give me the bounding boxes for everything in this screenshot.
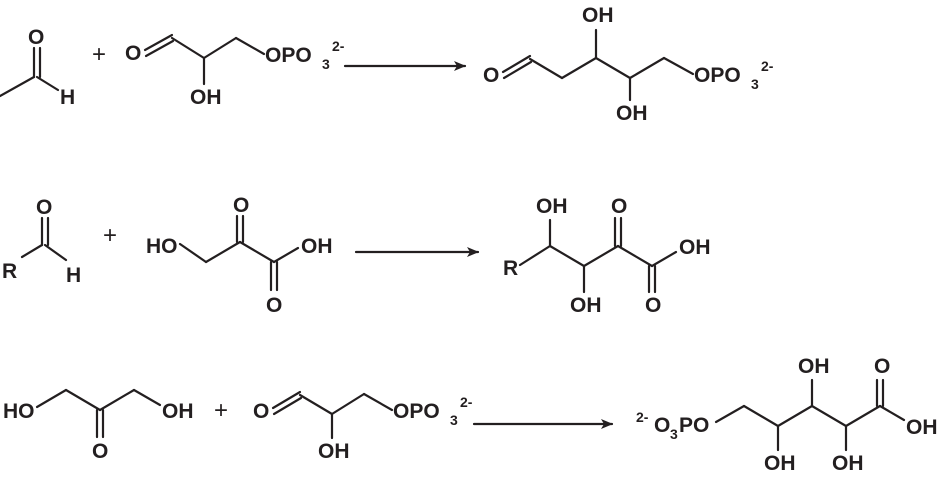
atom-OH: OH <box>536 195 568 218</box>
bond <box>35 75 60 92</box>
atom-OH: OH <box>679 236 711 259</box>
glyceraldehyde-3-phosphate: O OH OPO 3 2- <box>253 390 473 463</box>
atom-OH: OH <box>570 294 602 317</box>
atom-O: O <box>645 294 661 317</box>
dihydroxyacetone: HO O OH <box>3 388 194 463</box>
bond <box>742 404 780 428</box>
bond <box>582 244 620 268</box>
bond <box>502 60 533 80</box>
phosphate-group: OPO <box>694 64 741 87</box>
bond <box>20 243 44 259</box>
bond <box>528 57 564 80</box>
bond <box>271 390 302 410</box>
reaction-3: HO O OH + O OH OPO 3 2- 2 <box>3 355 938 475</box>
atom-OH: OH <box>798 355 830 378</box>
atom-OH: OH <box>906 416 938 439</box>
bond <box>272 396 303 416</box>
atom-O: O <box>266 294 282 317</box>
bond <box>650 250 678 268</box>
bond <box>810 404 848 428</box>
phosphate-group: OPO <box>265 44 312 67</box>
bond <box>560 56 598 80</box>
bond <box>714 404 746 424</box>
atom-OH: OH <box>582 4 614 27</box>
bond <box>43 243 68 262</box>
reaction-1: O H + O OH OPO 3 2- O <box>0 4 774 125</box>
atom-OH: OH <box>190 86 222 109</box>
atom-H: H <box>60 86 75 109</box>
phosphate-group: OPO <box>393 400 440 423</box>
phosphate-subscript: 3 <box>751 76 759 92</box>
atom-H: H <box>66 264 81 287</box>
phosphate-subscript: 3 <box>322 56 330 72</box>
atom-OH: OH <box>318 440 350 463</box>
bond <box>548 244 586 268</box>
bond <box>204 240 242 264</box>
atom-O: O <box>233 194 249 217</box>
bond <box>0 75 36 98</box>
phosphate-charge: 2- <box>636 409 649 425</box>
bond <box>298 393 334 416</box>
atom-O: O <box>611 195 627 218</box>
bond <box>144 39 175 58</box>
reaction-2: O R H + HO O O OH R <box>2 194 711 317</box>
bond <box>35 388 68 409</box>
atom-OH: OH <box>764 452 796 475</box>
phosphate-PO: PO <box>679 414 709 437</box>
bond <box>844 404 882 428</box>
bond <box>594 56 632 80</box>
phosphate-O: O <box>654 414 670 437</box>
bond <box>202 36 238 60</box>
atom-HO: HO <box>3 400 35 423</box>
bond <box>776 404 814 428</box>
atom-HO: HO <box>146 235 178 258</box>
acetaldehyde: O H <box>0 26 75 109</box>
atom-OH: OH <box>162 400 194 423</box>
atom-R: R <box>503 257 518 280</box>
atom-R: R <box>2 260 17 283</box>
atom-OH: OH <box>832 452 864 475</box>
bond <box>662 56 695 76</box>
atom-OH: OH <box>616 102 648 125</box>
bond <box>98 388 136 412</box>
bond <box>628 56 666 80</box>
bond <box>616 244 654 268</box>
atom-O: O <box>125 42 141 65</box>
phosphate-subscript: 3 <box>670 426 678 442</box>
product-1: O OH OH OPO 3 2- <box>483 4 774 125</box>
atom-O: O <box>36 196 52 219</box>
bond <box>878 404 906 422</box>
bond <box>362 392 394 412</box>
bond <box>132 388 162 407</box>
atom-O: O <box>92 440 108 463</box>
plus-sign: + <box>214 397 228 424</box>
phosphate-charge: 2- <box>761 58 774 74</box>
glyceraldehyde-3-phosphate: O OH OPO 3 2- <box>125 33 345 109</box>
bond <box>178 242 208 264</box>
bond <box>501 54 532 74</box>
bond <box>330 392 366 416</box>
phosphate-charge: 2- <box>332 38 345 54</box>
atom-O: O <box>253 400 269 423</box>
atom-O: O <box>28 26 44 49</box>
atom-O: O <box>483 64 499 87</box>
hydroxypyruvate: HO O O OH <box>146 194 333 317</box>
bond <box>272 246 300 264</box>
bond <box>238 240 276 264</box>
product-3: 2- O 3 PO OH O OH OH OH <box>636 355 938 475</box>
product-2: R OH O OH O OH <box>503 195 711 317</box>
atom-OH: OH <box>301 235 333 258</box>
bond <box>170 36 206 60</box>
phosphate-subscript: 3 <box>450 412 458 428</box>
plus-sign: + <box>103 222 117 249</box>
plus-sign: + <box>92 41 106 68</box>
phosphate-charge: 2- <box>460 394 473 410</box>
bond <box>64 388 102 412</box>
bond <box>143 33 174 52</box>
aldehyde-R-CHO: O R H <box>2 196 81 287</box>
bond <box>518 244 552 267</box>
bond <box>234 36 266 56</box>
atom-O: O <box>874 355 890 378</box>
